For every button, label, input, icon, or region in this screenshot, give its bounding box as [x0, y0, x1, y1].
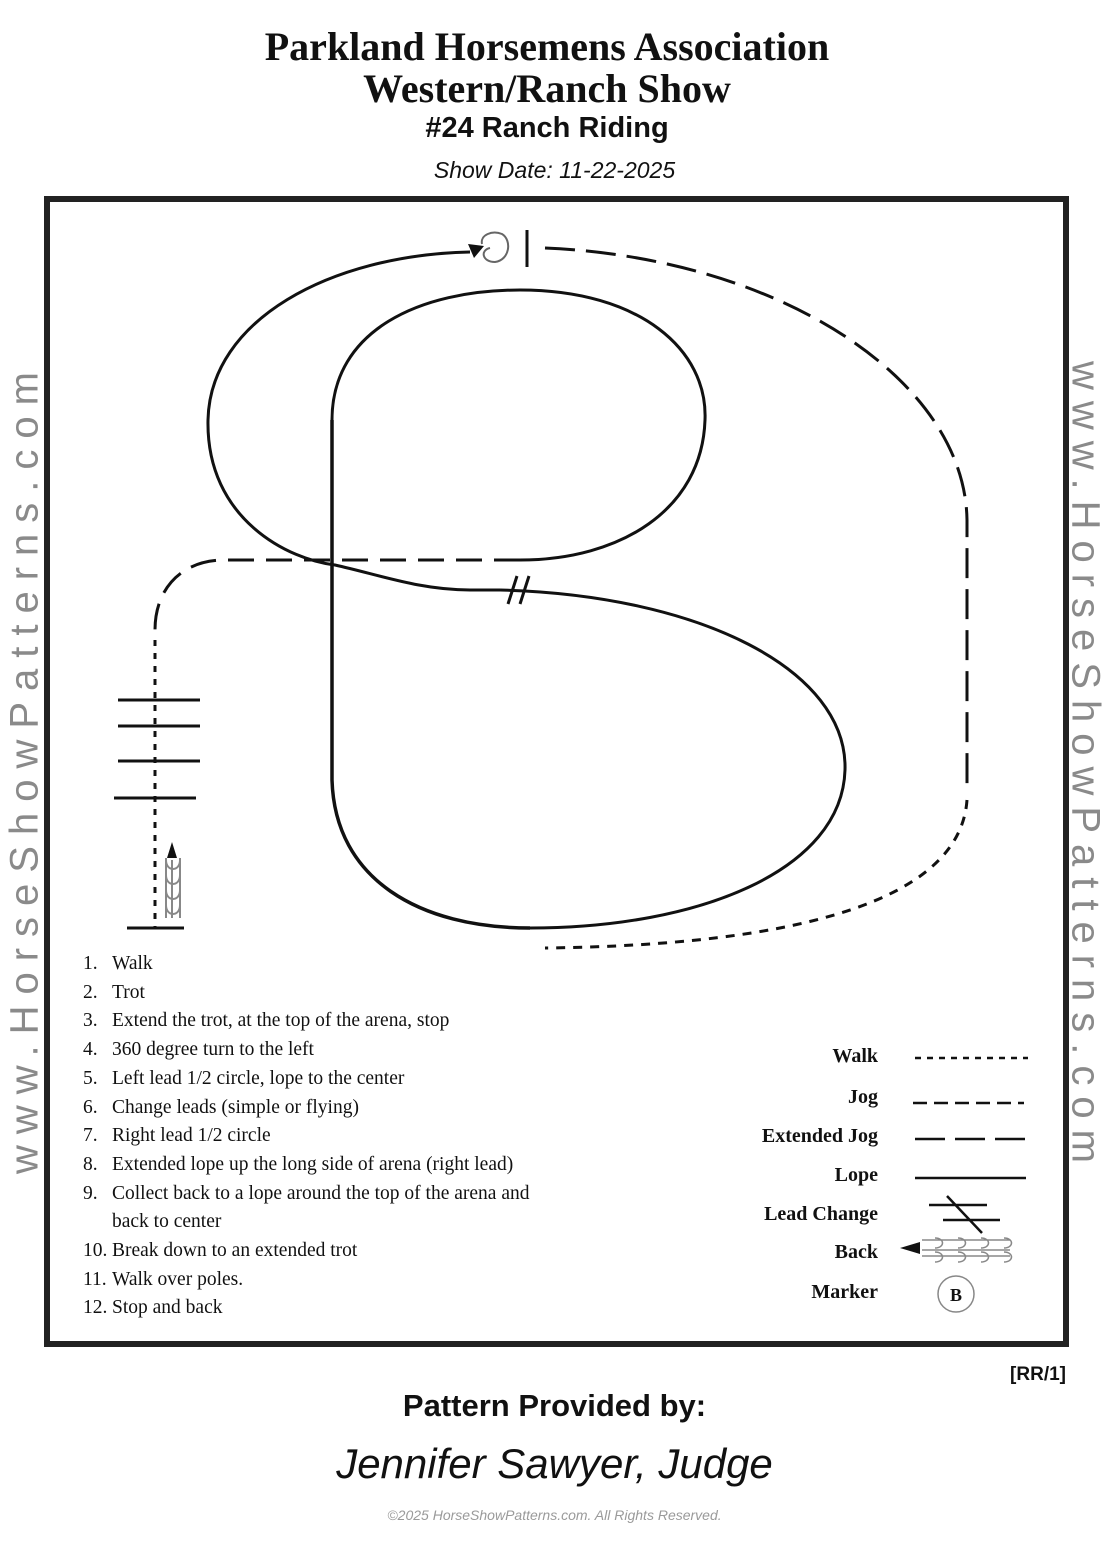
step-text: Trot [112, 981, 145, 1003]
step-number: 1. [83, 953, 98, 974]
step-text: Extended lope up the long side of arena … [112, 1153, 514, 1175]
legend-back-arrow-icon [900, 1242, 920, 1254]
step-number: 6. [83, 1096, 98, 1118]
class-title: #24 Ranch Riding [425, 112, 669, 144]
step-text: Walk [112, 953, 153, 974]
legend-lead-change-label: Lead Change [764, 1203, 878, 1225]
legend-walk-label: Walk [832, 1045, 878, 1067]
step-text: Change leads (simple or flying) [112, 1096, 359, 1118]
step-number: 8. [83, 1153, 98, 1175]
legend-jog-label: Jog [848, 1086, 878, 1108]
pattern-step: 4. 360 degree turn to the left [83, 1036, 529, 1065]
jog-path-lower [544, 799, 969, 950]
step-text: 360 degree turn to the left [112, 1039, 314, 1061]
turn-360-icon [480, 231, 510, 264]
step-text: Stop and back [112, 1297, 223, 1319]
legend-extended-jog-label: Extended Jog [761, 1125, 878, 1147]
step-text: Break down to an extended trot [112, 1240, 358, 1262]
step-number: 9. [83, 1182, 98, 1204]
pattern-step: 12.Stop and back [83, 1294, 529, 1323]
lope-top-loop [330, 288, 707, 562]
lope-right-half-circle [499, 588, 847, 930]
pattern-step: 7. Right lead 1/2 circle [83, 1122, 529, 1151]
lope-center-line [330, 420, 531, 930]
step-text: Right lead 1/2 circle [112, 1125, 271, 1147]
show-subtitle: Western/Ranch Show [363, 66, 731, 111]
pattern-step: 2. Trot [83, 979, 529, 1008]
pattern-step: 5. Left lead 1/2 circle, lope to the cent… [83, 1065, 529, 1094]
legend-lead-change-icon [929, 1195, 1000, 1234]
pattern-step: 1. Walk [83, 950, 529, 979]
pattern-step: 9. Collect back to a lope around the top … [83, 1180, 529, 1209]
step-text: Left lead 1/2 circle, lope to the center [112, 1067, 405, 1089]
step-number: 4. [83, 1039, 98, 1061]
step-number: 10. [83, 1240, 108, 1262]
provided-by-label: Pattern Provided by: [402, 1388, 707, 1423]
pattern-step: 8. Extended lope up the long side of aren… [83, 1151, 529, 1180]
legend-back-label: Back [834, 1241, 878, 1263]
step-text: Collect back to a lope around the top of… [112, 1182, 530, 1204]
legend-lope-label: Lope [834, 1164, 878, 1186]
arena-border [44, 196, 1069, 1347]
step-number: 11. [83, 1268, 107, 1290]
turn-arrow-icon [468, 244, 484, 258]
step-number: 5. [83, 1067, 98, 1089]
legend-marker-letter: B [950, 1285, 962, 1305]
step-number: 12. [83, 1297, 108, 1319]
extended-jog-path [153, 558, 520, 631]
show-date: Show Date: 11-22-2025 [433, 157, 676, 183]
judge-name: Jennifer Sawyer, Judge [336, 1440, 773, 1487]
pattern-code: [RR/1] [1010, 1364, 1066, 1385]
pattern-step: 11.Walk over poles. [83, 1266, 529, 1295]
copyright: ©2025 HorseShowPatterns.com. All Rights … [387, 1507, 722, 1523]
lead-change-mark [506, 575, 531, 605]
show-title: Parkland Horsemens Association [264, 24, 830, 69]
back-icon [165, 858, 181, 918]
pattern-steps: 1. Walk 2. Trot 3. Extend the trot, at the to… [83, 950, 529, 1323]
step-text-continued: back to center [112, 1211, 222, 1233]
legend-marker-label: Marker [811, 1281, 878, 1303]
pattern-step: 3. Extend the trot, at the top of the are… [83, 1007, 529, 1036]
step-text: Walk over poles. [112, 1268, 244, 1290]
pattern-step: 6. Change leads (simple or flying) [83, 1094, 529, 1123]
arrow-icon [167, 842, 177, 858]
step-number: 2. [83, 981, 98, 1003]
pattern-step: 10.Break down to an extended trot [83, 1237, 529, 1266]
jog-path [544, 246, 969, 790]
legend-back-icon [922, 1237, 1013, 1263]
lope-left-loop [206, 250, 500, 592]
legend-marker-circle [937, 1275, 975, 1313]
step-text: Extend the trot, at the top of the arena… [112, 1010, 450, 1032]
step-number: 7. [83, 1125, 98, 1147]
step-number: 3. [83, 1010, 98, 1032]
